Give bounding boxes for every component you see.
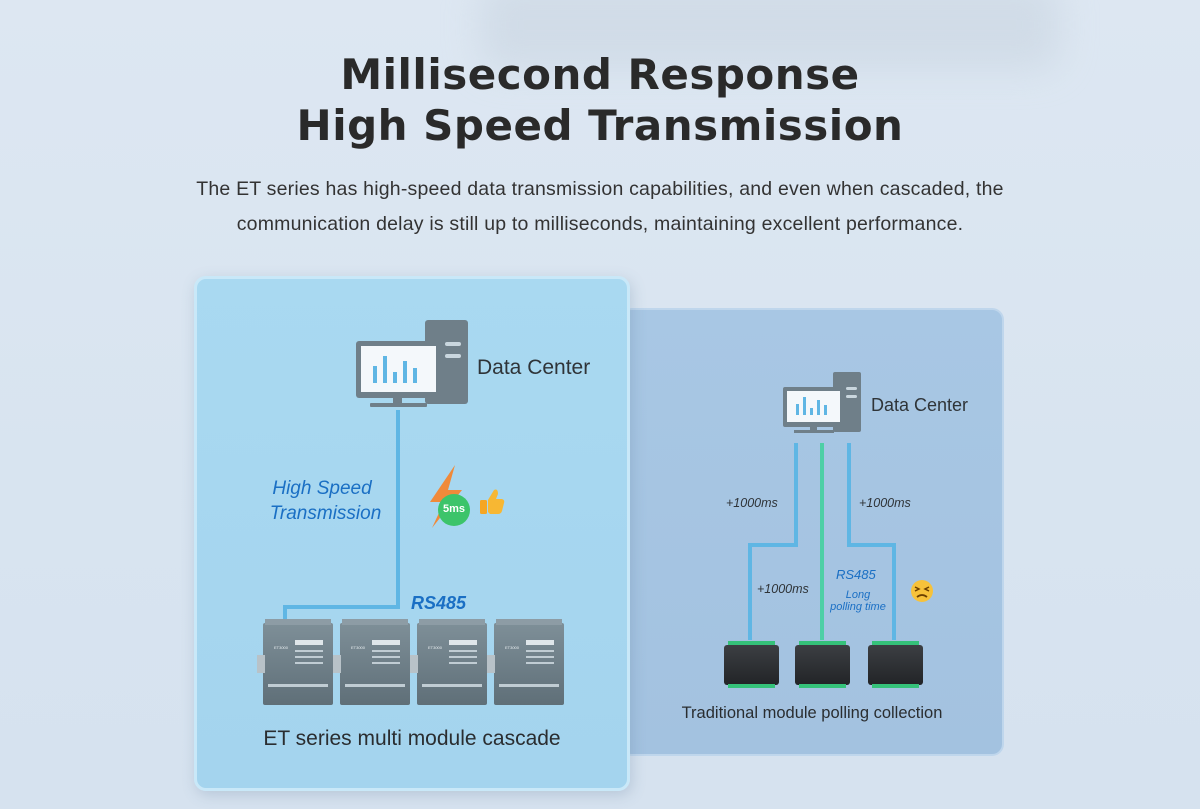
et-module-3 <box>410 619 487 705</box>
description-line-1: The ET series has high-speed data transm… <box>196 178 1004 200</box>
delay-label-right: +1000ms <box>859 496 911 510</box>
module-label-4: ET3000 <box>505 645 520 650</box>
latency-badge <box>438 494 470 526</box>
left-rs485-label: RS485 <box>411 593 467 613</box>
left-computer-icon <box>356 320 468 407</box>
description-line-2: communication delay is still up to milli… <box>236 213 964 235</box>
module-label-3: ET3000 <box>428 645 443 650</box>
delay-label-middle: +1000ms <box>757 582 809 596</box>
et-module-2 <box>333 619 410 705</box>
module-label-2: ET3000 <box>351 645 366 650</box>
polling-label-line-1: Long <box>845 589 871 601</box>
right-rs485-label: RS485 <box>836 567 876 582</box>
et-module-1 <box>257 619 333 705</box>
latency-badge-text: 5ms <box>442 503 466 515</box>
right-panel-caption: Traditional module polling collection <box>681 704 943 722</box>
traditional-module-3 <box>868 641 923 688</box>
delay-label-left: +1000ms <box>726 496 778 510</box>
module-label-1: ET3000 <box>274 645 289 650</box>
traditional-module-2 <box>795 641 850 688</box>
traditional-module-1 <box>724 641 779 688</box>
background-blur-decoration <box>480 0 1060 70</box>
right-computer-icon <box>783 372 861 433</box>
tired-face-icon <box>911 580 933 602</box>
high-speed-label: High Speed <box>272 478 372 499</box>
left-panel-caption: ET series multi module cascade <box>263 727 561 750</box>
et-module-4 <box>487 619 564 705</box>
thumbs-up-icon <box>480 489 505 514</box>
left-data-center-label: Data Center <box>477 356 591 379</box>
left-rs485-bus-line <box>283 410 400 622</box>
right-data-center-label: Data Center <box>871 395 969 415</box>
page-title-line-1: Millisecond Response <box>340 50 860 99</box>
transmission-label: Transmission <box>269 503 382 524</box>
right-polling-lines <box>748 443 896 640</box>
polling-label-line-2: polling time <box>830 601 886 613</box>
page-title-line-2: High Speed Transmission <box>296 101 904 150</box>
